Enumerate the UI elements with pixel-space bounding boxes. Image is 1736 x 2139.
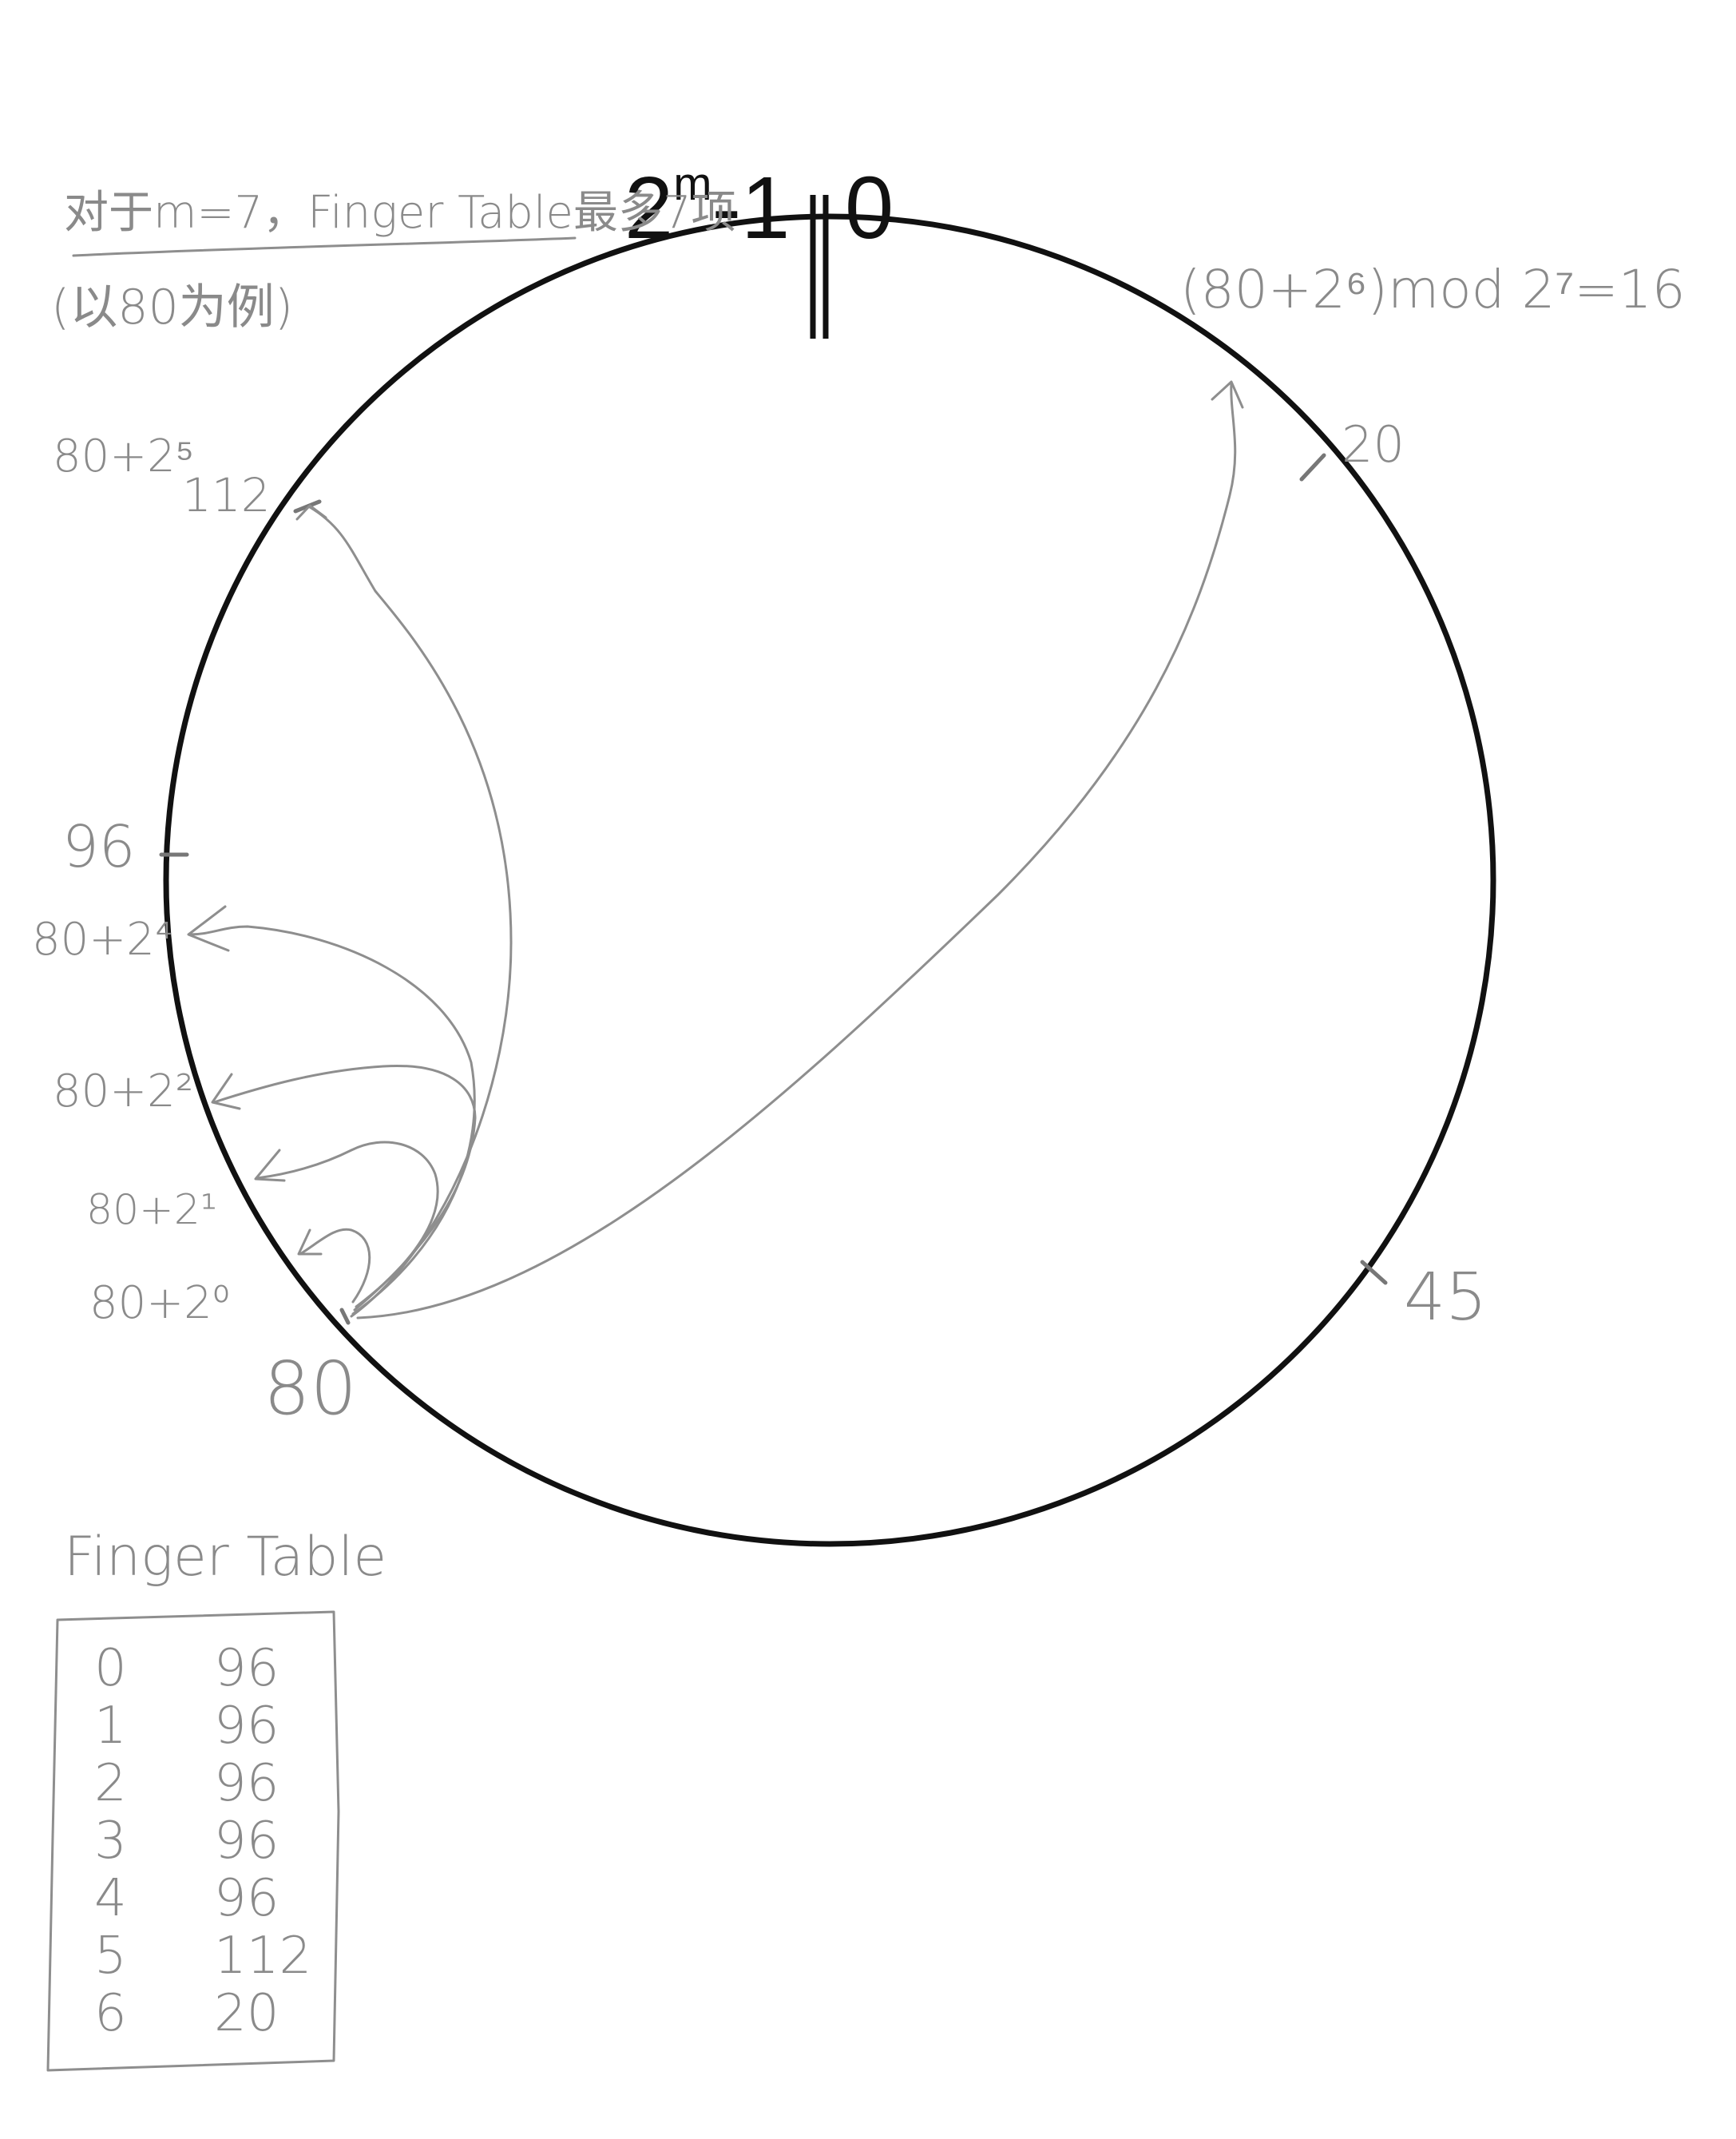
arrowhead-2pow5 [295,504,327,521]
node-label-20: 20 [1342,415,1405,474]
arrowhead-2pow4 [187,905,230,952]
target-label-2pow5: 80+2⁵ [53,431,194,482]
ring-max-exponent: m [673,158,711,210]
arrowhead-2pow1 [254,1149,286,1182]
finger-table-rows: 0 96 1 96 2 96 3 96 4 96 5 112 6 20 [94,1639,311,2043]
finger-table-successor: 112 [214,1927,311,1986]
finger-table-border [46,1610,340,2072]
node-tick-80 [339,1308,351,1325]
node-label-80: 80 [264,1346,357,1431]
finger-arrow-2pow5 [308,506,513,1318]
finger-table-index: 4 [94,1869,127,1928]
arrowhead-2pow6 [1211,380,1244,409]
ring-zero-label: 0 [845,159,894,257]
ring-max-tail: -1 [712,159,791,257]
finger-arrow-2pow4 [188,925,476,1316]
node-label-112: 112 [182,468,271,522]
target-label-2pow4: 80+2⁴ [32,914,172,966]
finger-arrow-2pow1 [256,1141,439,1308]
node-label-45: 45 [1404,1260,1487,1335]
finger-arrow-2pow0 [299,1228,371,1304]
finger-arrow-2pow6 [356,382,1237,1320]
target-label-2pow0: 80+2⁰ [89,1277,230,1329]
finger-table-successor: 96 [214,1869,279,1928]
finger-table-index: 6 [94,1984,127,2043]
finger-arrow-2pow2 [212,1064,477,1312]
finger-table-successor: 96 [214,1754,279,1813]
note-underline [72,236,577,257]
finger-table-title: Finger Table [64,1526,386,1589]
arrowhead-2pow0 [297,1228,323,1256]
finger-table-successor: 96 [214,1697,279,1756]
finger-table-successor: 96 [214,1639,279,1698]
finger-table-index: 0 [94,1639,127,1698]
finger-table-index: 1 [94,1697,127,1756]
finger-table-index: 3 [94,1812,127,1871]
ring-max-label: 2m-1 [624,158,790,257]
finger-table-successor: 20 [214,1984,279,2043]
formula-label: (80+2⁶)mod 2⁷=16 [1180,259,1686,320]
target-label-2pow2: 80+2² [53,1066,193,1117]
arrowhead-2pow2 [211,1073,241,1110]
finger-table-successor: 96 [214,1812,279,1871]
chord-ring [163,213,1496,1547]
node-tick-20 [1299,453,1326,482]
node-tick-45 [1360,1260,1388,1285]
finger-table-index: 2 [94,1754,127,1813]
note-line-2: (以80为例) [51,280,293,335]
node-label-96: 96 [62,813,136,880]
target-label-2pow1: 80+2¹ [86,1186,217,1234]
finger-table-index: 5 [94,1927,127,1986]
ring-max-base: 2 [624,159,673,257]
note-line-1: 对于m=7，Finger Table最多7项 [64,187,736,239]
